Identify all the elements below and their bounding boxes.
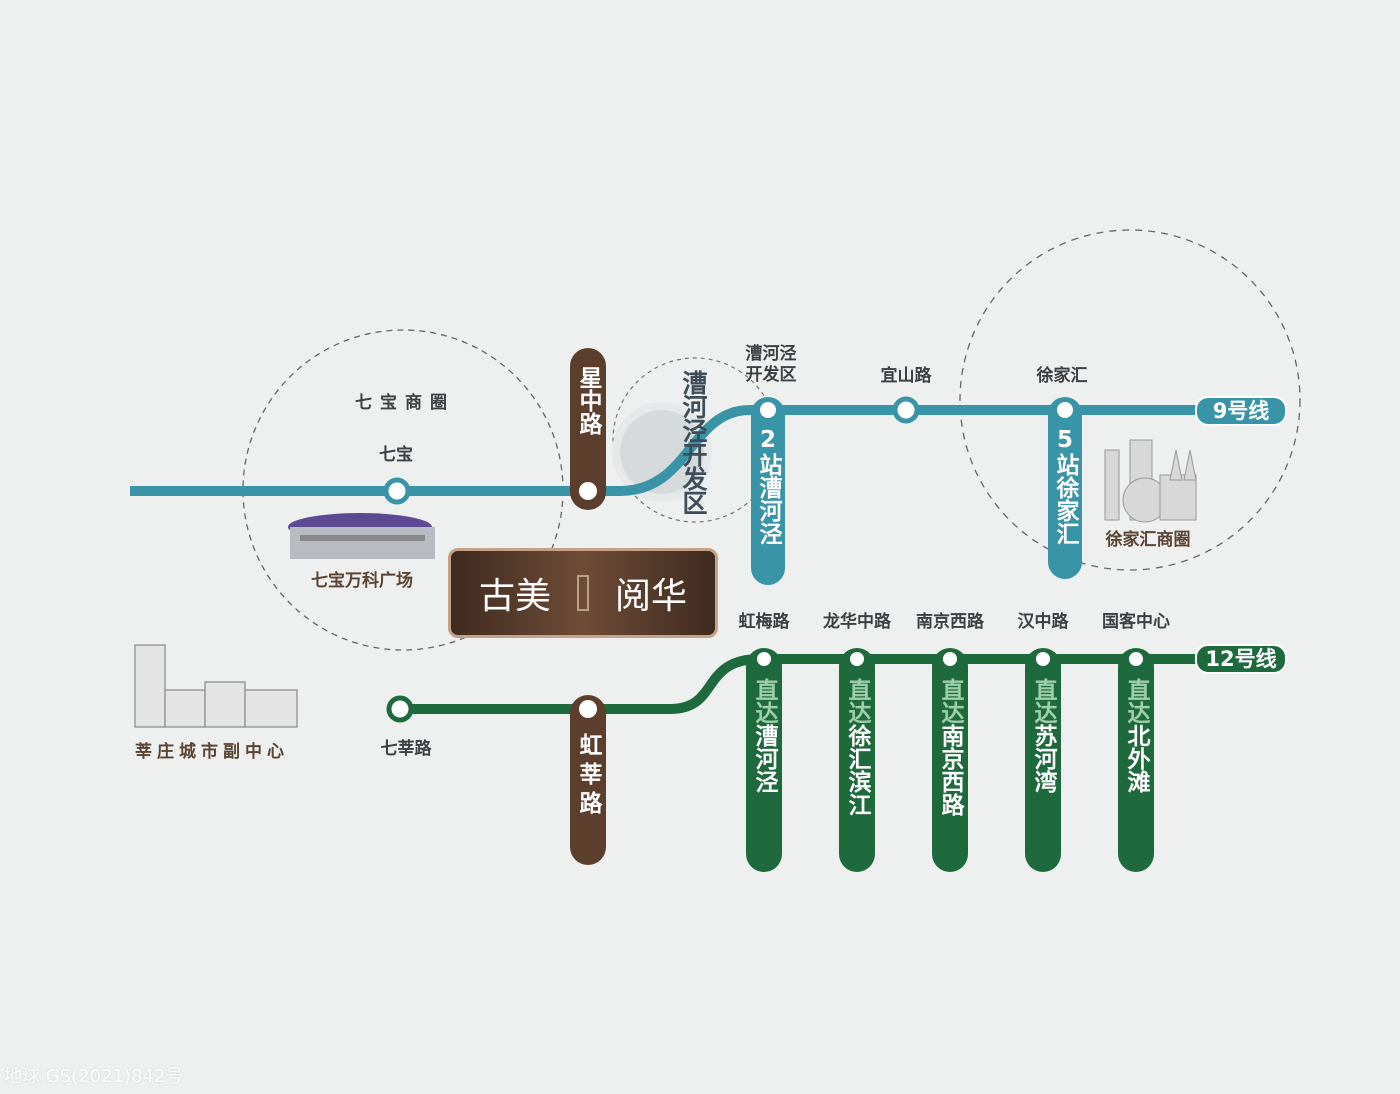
logo-emblem-icon	[577, 575, 589, 611]
station-xujiahui[interactable]	[1055, 400, 1075, 420]
line-12-track	[400, 654, 1240, 714]
line-9-badge[interactable]: 9号线	[1195, 396, 1287, 426]
caohejing-zone-label: 漕河泾开发区	[679, 370, 708, 514]
line-9-track	[130, 405, 1240, 496]
building-xinzhuang-icon	[134, 644, 298, 728]
tag-direct: 直达南京西路	[932, 648, 968, 872]
line-12-badge[interactable]: 12号线	[1195, 644, 1287, 674]
tag-direct: 直达徐汇滨江	[839, 648, 875, 872]
xujiahui-area-circle	[959, 229, 1301, 571]
qibao-circle-label: 七宝商圈	[355, 393, 455, 413]
station-caohejing[interactable]	[758, 400, 778, 420]
station-label: 龙华中路	[823, 612, 891, 632]
xinzhuang-label: 莘庄城市副中心	[135, 742, 289, 762]
tag-direct: 直达漕河泾	[746, 648, 782, 872]
station-xingzhonglu[interactable]	[576, 479, 600, 503]
building-xujiahui-icon	[1104, 439, 1197, 523]
project-name-left: 古美	[478, 576, 551, 617]
station-qibao	[383, 477, 411, 505]
map-credit: 地球 GS(2021)842号	[4, 1066, 184, 1087]
qibao-mall-label: 七宝万科广场	[311, 571, 413, 591]
caohejing-area-fill	[612, 402, 712, 502]
station-marker[interactable]	[1034, 650, 1052, 668]
station-markers	[383, 396, 920, 723]
station-label: 汉中路	[1017, 612, 1069, 632]
station-label: 虹梅路	[738, 612, 790, 632]
interchange-label: 虹莘路	[575, 733, 601, 820]
station-marker[interactable]	[941, 650, 959, 668]
project-logo: 古美 阅华	[448, 548, 718, 638]
xujiahui-circle-label: 徐家汇商圈	[1105, 530, 1191, 550]
tag-direct: 直达北外滩	[1118, 648, 1154, 872]
station-label: 南京西路	[916, 612, 984, 632]
station-label-yishanlu: 宜山路	[880, 366, 932, 386]
interchange-label: 星中路	[575, 366, 601, 435]
station-marker[interactable]	[848, 650, 866, 668]
building-qibao-mall-icon	[288, 513, 435, 559]
station-label: 国客中心	[1102, 612, 1170, 632]
project-name-right: 阅华	[615, 576, 688, 617]
interchange-xingzhonglu[interactable]: 星中路	[570, 348, 606, 510]
station-qixinlu	[386, 695, 414, 723]
interchange-hongxinlu[interactable]: 虹莘路	[570, 695, 606, 865]
station-label-caohejing: 漕河泾开发区	[745, 344, 797, 385]
station-hongxinlu[interactable]	[576, 697, 600, 721]
station-yishanlu	[892, 396, 920, 424]
station-marker[interactable]	[1127, 650, 1145, 668]
tag-direct: 直达苏河湾	[1025, 648, 1061, 872]
station-marker[interactable]	[755, 650, 773, 668]
station-label-qibao: 七宝	[379, 445, 413, 465]
station-label-qixinlu: 七莘路	[380, 739, 432, 759]
station-label-xujiahui: 徐家汇	[1036, 366, 1088, 386]
